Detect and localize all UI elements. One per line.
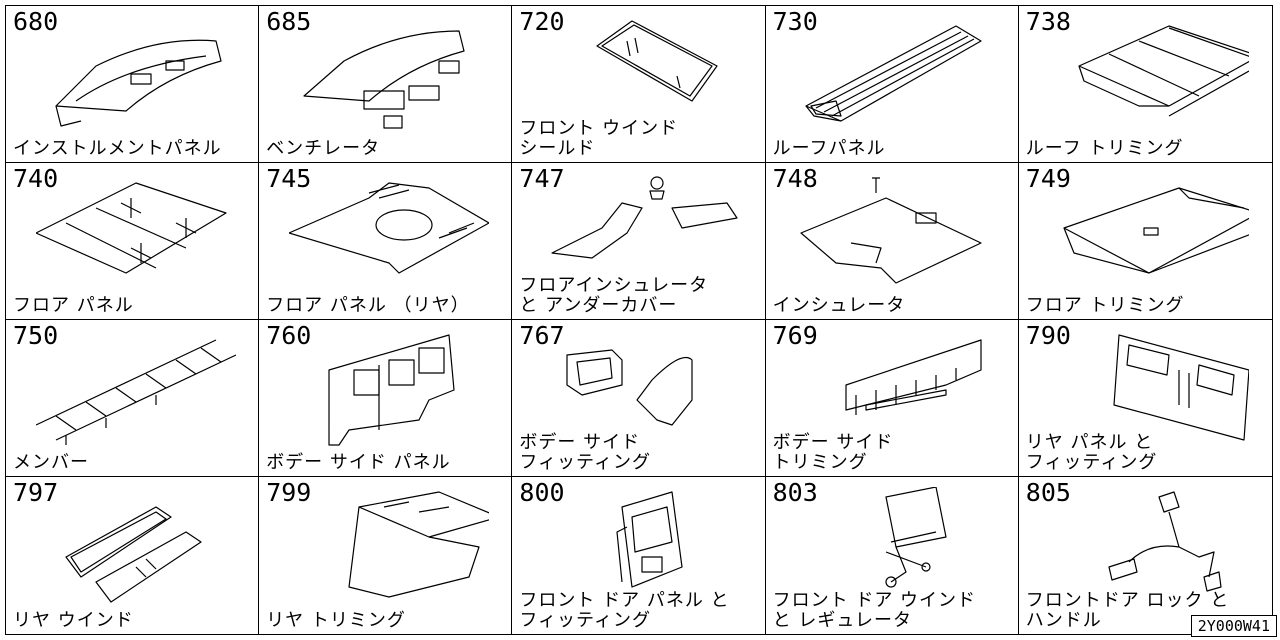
part-label: ボデー サイド パネル (266, 452, 451, 474)
part-label: ルーフ トリミング (1025, 138, 1184, 160)
part-cell-790[interactable]: 790 リヤ パネル と フィッティング (1018, 320, 1272, 477)
part-number: 730 (772, 7, 818, 36)
roof-panel-illustration (796, 16, 996, 136)
instrument-panel-illustration (36, 16, 236, 136)
front-door-window-illustration (796, 486, 996, 607)
part-number: 740 (13, 164, 59, 193)
part-number: 745 (266, 164, 312, 193)
part-cell-750[interactable]: 750 メンバー (6, 320, 260, 477)
part-label: ルーフパネル (772, 138, 886, 160)
part-label: フロアインシュレータ と アンダーカバー (519, 275, 709, 317)
part-label: フロント ウインド シールド (519, 118, 679, 160)
part-number: 805 (1025, 478, 1071, 507)
part-label: ボデー サイド フィッティング (519, 432, 651, 474)
diagram-code: 2Y000W41 (1190, 615, 1277, 637)
part-cell-745[interactable]: 745 フロア パネル （リヤ） (259, 163, 513, 320)
part-number: 797 (13, 478, 59, 507)
part-number: 800 (519, 478, 565, 507)
part-cell-769[interactable]: 769 ボデー サイド トリミング (765, 320, 1019, 477)
part-cell-799[interactable]: 799 リヤ トリミング (259, 477, 513, 634)
windshield-illustration (542, 16, 742, 136)
part-cell-748[interactable]: 748 インシュレータ (765, 163, 1019, 320)
floor-trimming-illustration (1049, 173, 1260, 293)
part-label: フロント ドア ウインド と レギュレータ (772, 590, 977, 632)
rear-floor-panel-illustration (288, 173, 490, 293)
part-label: フロント ドア パネル と フィッティング (519, 590, 730, 632)
part-number: 749 (1025, 164, 1071, 193)
body-side-trimming-illustration (796, 330, 996, 450)
roof-trimming-illustration (1049, 16, 1260, 136)
part-number: 680 (13, 7, 59, 36)
part-number: 790 (1025, 321, 1071, 350)
part-cell-747[interactable]: 747 フロアインシュレータ と アンダーカバー (512, 163, 766, 320)
front-door-panel-illustration (542, 487, 742, 607)
part-cell-797[interactable]: 797 リヤ ウインド (6, 477, 260, 634)
part-label: フロア トリミング (1025, 295, 1185, 317)
part-label: メンバー (13, 452, 89, 474)
part-number: 750 (13, 321, 59, 350)
part-cell-740[interactable]: 740 フロア パネル (6, 163, 260, 320)
front-door-lock-illustration (1049, 487, 1249, 607)
part-number: 748 (772, 164, 818, 193)
part-label: リヤ パネル と フィッティング (1025, 432, 1158, 474)
part-number: 760 (266, 321, 312, 350)
part-number: 738 (1025, 7, 1071, 36)
part-number: 803 (772, 478, 818, 507)
part-number: 769 (772, 321, 818, 350)
part-number: 799 (266, 478, 312, 507)
member-frame-illustration (35, 330, 237, 450)
body-side-fitting-illustration (542, 330, 742, 450)
rear-window-illustration (36, 487, 236, 607)
part-label: フロア パネル (13, 295, 134, 317)
part-cell-680[interactable]: 680 インストルメントパネル (6, 6, 260, 163)
part-cell-730[interactable]: 730 ルーフパネル (765, 6, 1019, 163)
part-cell-720[interactable]: 720 フロント ウインド シールド (512, 6, 766, 163)
ventilator-illustration (289, 16, 489, 136)
body-side-panel-illustration (289, 330, 489, 450)
part-label: フロントドア ロック と ハンドル (1025, 590, 1230, 632)
part-label: インストルメントパネル (13, 138, 222, 160)
part-label: リヤ トリミング (266, 610, 406, 632)
part-label: フロア パネル （リヤ） (266, 295, 470, 317)
floor-insulator-illustration (542, 173, 742, 293)
part-number: 720 (519, 7, 565, 36)
part-number: 685 (266, 7, 312, 36)
floor-panel-illustration (35, 173, 236, 293)
part-number: 747 (519, 164, 565, 193)
rear-panel-illustration (1049, 330, 1250, 450)
part-cell-749[interactable]: 749 フロア トリミング (1018, 163, 1272, 320)
insulator-illustration (796, 173, 996, 293)
part-number: 767 (519, 321, 565, 350)
part-cell-767[interactable]: 767 ボデー サイド フィッティング (512, 320, 766, 477)
part-cell-803[interactable]: 803 フロント ドア ウインド と レギュレータ (766, 477, 1019, 634)
part-label: リヤ ウインド (13, 610, 134, 632)
part-cell-800[interactable]: 800 フロント ドア パネル と フィッティング (512, 477, 766, 634)
part-cell-738[interactable]: 738 ルーフ トリミング (1018, 6, 1272, 163)
part-label: インシュレータ (772, 295, 906, 317)
parts-index-grid: 680 インストルメントパネル 685 ベンチレータ 720 フロント ウインド… (5, 5, 1273, 635)
part-label: ベンチレータ (266, 138, 381, 160)
rear-trimming-illustration (289, 487, 500, 607)
part-cell-805[interactable]: 805 フロントドア ロック と ハンドル (1019, 477, 1272, 634)
part-cell-760[interactable]: 760 ボデー サイド パネル (259, 320, 513, 477)
part-label: ボデー サイド トリミング (772, 432, 894, 474)
part-cell-685[interactable]: 685 ベンチレータ (259, 6, 513, 163)
